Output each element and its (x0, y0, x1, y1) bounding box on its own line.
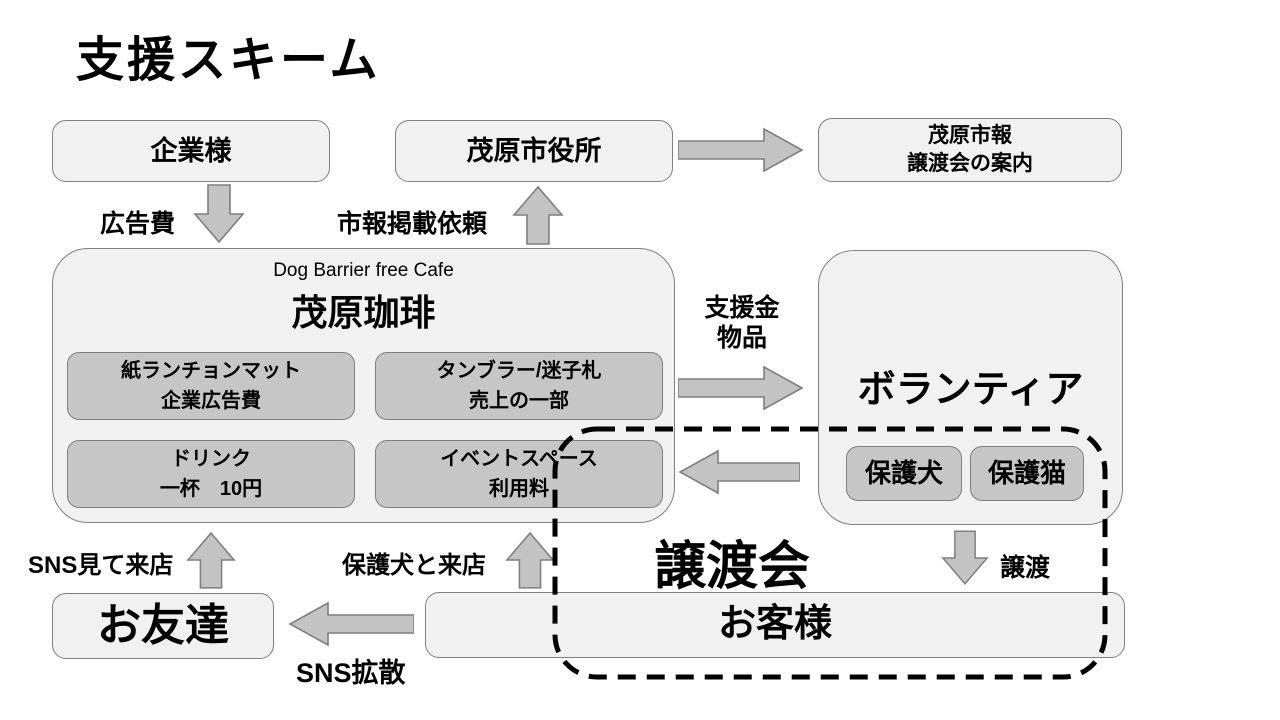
cafe-item-event-space-line1: イベントスペース (440, 448, 598, 470)
arrow-cafe-to-cityhall-icon (512, 185, 564, 245)
sns-visit-label: SNS見て来店 (28, 552, 174, 579)
company-box: 企業様 (52, 120, 330, 182)
city-report-line2: 譲渡会の案内 (907, 152, 1033, 175)
friends-label: お友達 (97, 601, 229, 651)
cafe-title: 茂原珈琲 (291, 292, 436, 333)
company-label: 企業様 (150, 135, 232, 166)
cafe-item-event-space: イベントスペース 利用料 (375, 440, 663, 508)
arrow-customers-to-friends-icon (288, 601, 414, 647)
cafe-item-placemat-line1: 紙ランチョンマット (121, 360, 301, 382)
report-request-label: 市報掲載依頼 (337, 210, 488, 238)
city-hall-label: 茂原市役所 (466, 135, 602, 166)
dog-visit-label: 保護犬と来店 (342, 552, 486, 579)
city-report-line1: 茂原市報 (928, 123, 1012, 147)
rescue-cat-box: 保護猫 (970, 446, 1084, 501)
customers-box: お客様 (425, 592, 1125, 658)
cafe-item-drink-line1: ドリンク (171, 448, 251, 470)
cafe-item-event-space-line2: 利用料 (489, 478, 549, 500)
friends-box: お友達 (52, 593, 274, 659)
arrow-customers-to-cafe-icon (505, 531, 555, 589)
arrow-volunteer-to-cafe-icon (678, 449, 800, 495)
arrow-cityhall-to-report-icon (678, 127, 804, 173)
rescue-cat-label: 保護猫 (987, 458, 1066, 488)
volunteer-title: ボランティア (857, 369, 1084, 411)
arrow-friends-to-cafe-icon (186, 531, 236, 589)
cafe-item-tumbler: タンブラー/迷子札 売上の一部 (375, 352, 663, 420)
cafe-subtitle: Dog Barrier free Cafe (273, 260, 454, 281)
arrow-company-to-cafe-icon (193, 184, 245, 244)
adoption-event-title: 譲渡会 (654, 538, 811, 596)
cafe-item-tumbler-line2: 売上の一部 (469, 390, 569, 412)
city-report-box: 茂原市報 譲渡会の案内 (818, 118, 1122, 182)
cafe-item-placemat-line2: 企業広告費 (161, 390, 261, 412)
arrow-cafe-to-volunteer-icon (678, 365, 804, 411)
sns-spread-label: SNS拡散 (296, 658, 406, 688)
city-hall-box: 茂原市役所 (395, 120, 673, 182)
support-label-line1: 支援金 (704, 294, 780, 322)
cafe-item-drink-line2: 一杯 10円 (159, 478, 263, 500)
arrow-volunteer-to-customers-icon (941, 530, 989, 585)
support-label-line2: 物品 (716, 324, 767, 352)
ad-fee-label: 広告費 (100, 210, 176, 238)
cafe-item-tumbler-line1: タンブラー/迷子札 (436, 360, 602, 382)
cafe-item-placemat: 紙ランチョンマット 企業広告費 (67, 352, 355, 420)
customers-label: お客様 (717, 603, 832, 646)
rescue-dog-box: 保護犬 (846, 446, 962, 501)
rescue-dog-label: 保護犬 (864, 458, 943, 488)
page-title: 支援スキーム (76, 34, 381, 87)
support-label: 支援金 物品 (678, 293, 806, 353)
transfer-label: 譲渡 (1000, 554, 1051, 582)
cafe-item-drink: ドリンク 一杯 10円 (67, 440, 355, 508)
